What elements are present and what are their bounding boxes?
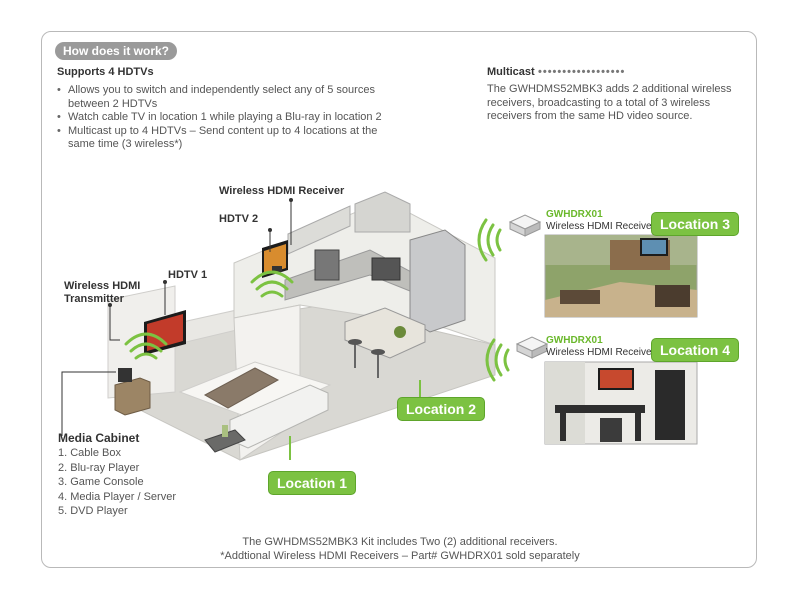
location2-badge: Location 2 xyxy=(397,397,485,421)
media-cabinet xyxy=(115,378,150,415)
fruit-bowl xyxy=(394,326,406,338)
list-item: 2. Blu-ray Player xyxy=(58,461,176,476)
media-cabinet-list: 1. Cable Box 2. Blu-ray Player 3. Game C… xyxy=(58,446,176,519)
location3-receiver-name: Wireless HDMI Receiver xyxy=(546,221,655,233)
range-hood xyxy=(355,192,410,232)
stove xyxy=(315,250,339,280)
list-item: 3. Game Console xyxy=(58,475,176,490)
location3-receiver-model: GWHDRX01 xyxy=(546,209,603,221)
fridge xyxy=(410,230,465,332)
wifi-waves-location3 xyxy=(479,220,500,260)
footer-line1: The GWHDMS52MBK3 Kit includes Two (2) ad… xyxy=(0,536,800,550)
media-cabinet-heading: Media Cabinet xyxy=(58,431,139,445)
location3-badge: Location 3 xyxy=(651,212,739,236)
transmitter-device xyxy=(118,368,132,382)
footer-note: The GWHDMS52MBK3 Kit includes Two (2) ad… xyxy=(0,536,800,563)
location3-photo xyxy=(545,235,697,317)
location4-receiver-model: GWHDRX01 xyxy=(546,335,603,347)
transmitter-label-line2: Transmitter xyxy=(64,293,124,306)
remote-receiver-icon xyxy=(517,337,547,358)
location4-photo xyxy=(545,362,697,444)
list-item: 4. Media Player / Server xyxy=(58,490,176,505)
hdtv1-label: HDTV 1 xyxy=(168,269,207,282)
plant-icon xyxy=(222,425,228,437)
transmitter-label-line1: Wireless HDMI xyxy=(64,280,140,293)
oven xyxy=(372,258,400,280)
receiver-label: Wireless HDMI Receiver xyxy=(219,185,344,198)
bar-stool xyxy=(348,339,362,345)
location4-receiver-name: Wireless HDMI Receiver xyxy=(546,347,655,359)
hdtv2-label: HDTV 2 xyxy=(219,213,258,226)
bar-stool xyxy=(371,349,385,355)
list-item: 5. DVD Player xyxy=(58,504,176,519)
location1-badge: Location 1 xyxy=(268,471,356,495)
list-item: 1. Cable Box xyxy=(58,446,176,461)
location4-badge: Location 4 xyxy=(651,338,739,362)
remote-receiver-icon xyxy=(510,215,540,236)
footer-line2: *Addtional Wireless HDMI Receivers – Par… xyxy=(0,550,800,564)
